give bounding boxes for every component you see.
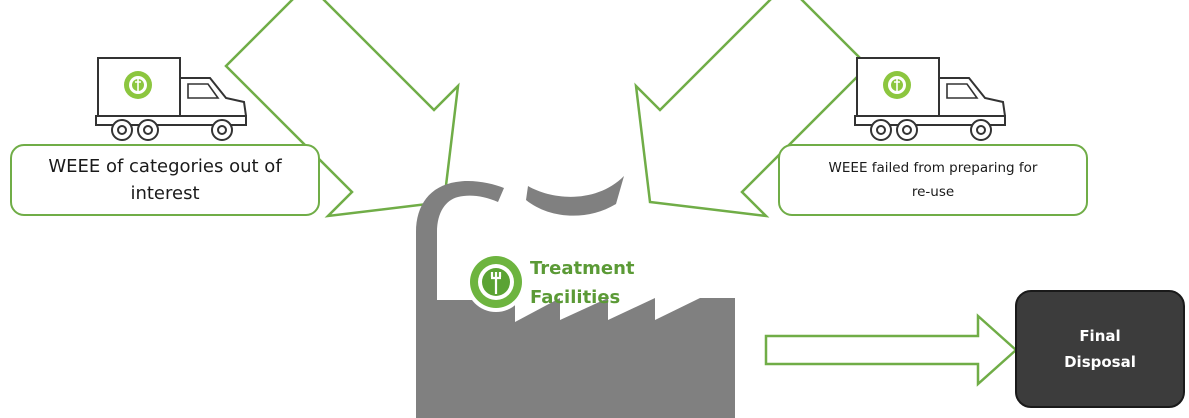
weee-logo-icon: [466, 252, 526, 312]
factory-icon: [416, 176, 735, 418]
weee-out-of-interest-box: WEEE of categories out of interest: [10, 144, 320, 216]
treatment-label-line2: Facilities: [530, 287, 621, 308]
weee-failed-reuse-label: WEEE failed from preparing for re-use: [828, 160, 1038, 200]
arrow-facility-to-disposal: [764, 313, 1018, 387]
treatment-facilities-label: Treatment Facilities: [530, 254, 635, 312]
arrow-right-to-facility: [634, 0, 870, 218]
weee-failed-reuse-box: WEEE failed from preparing for re-use: [778, 144, 1088, 216]
treatment-label-line1: Treatment: [530, 258, 635, 279]
truck-icon: [95, 57, 247, 141]
weee-out-of-interest-label: WEEE of categories out of interest: [48, 156, 282, 204]
final-disposal-line2: Disposal: [1064, 353, 1136, 371]
truck-icon: [854, 57, 1006, 141]
final-disposal-line1: Final: [1079, 327, 1121, 345]
final-disposal-box: Final Disposal: [1015, 290, 1185, 408]
